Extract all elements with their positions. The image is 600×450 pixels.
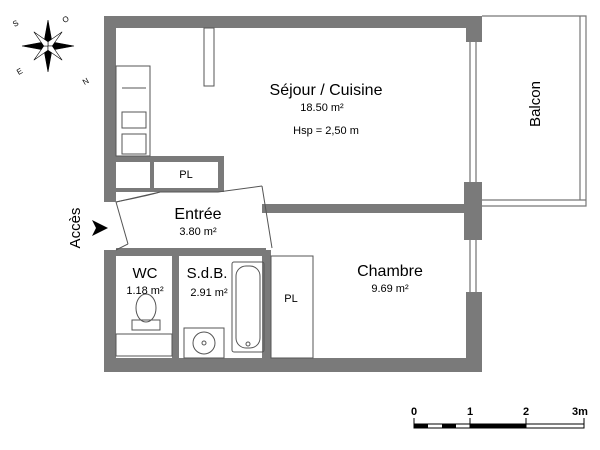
room-label-wc: WC — [133, 265, 158, 282]
room-label-sejour: Séjour / Cuisine — [270, 82, 383, 99]
access-arrow — [92, 220, 108, 236]
exterior-walls — [104, 16, 482, 372]
room-area-sejour: 18.50 m² — [300, 102, 344, 114]
access-label: Accès — [67, 208, 84, 249]
closet-label-entree: PL — [179, 169, 192, 181]
balcony-outline — [482, 15, 587, 207]
compass-north: N — [81, 76, 91, 87]
kitchen-fittings — [115, 27, 215, 157]
room-area-wc: 1.18 m² — [126, 285, 164, 297]
scale-label-2: 2 — [523, 406, 529, 418]
room-label-chambre: Chambre — [357, 263, 423, 280]
compass-west: O — [61, 14, 71, 25]
closet-label-chambre: PL — [284, 293, 297, 305]
compass-east: E — [15, 66, 24, 76]
room-label-entree: Entrée — [174, 206, 221, 223]
room-label-sdb: S.d.B. — [187, 265, 228, 282]
ceiling-height: Hsp = 2,50 m — [293, 125, 359, 137]
room-area-chambre: 9.69 m² — [371, 283, 409, 295]
windows — [469, 42, 477, 292]
compass-south: S — [11, 18, 20, 28]
scale-label-0: 0 — [411, 406, 417, 418]
room-label-balcon: Balcon — [527, 81, 544, 127]
scale-label-1: 1 — [467, 406, 473, 418]
entrance-door — [115, 185, 273, 251]
bathroom-fittings — [115, 255, 314, 359]
scale-bar: 0 1 2 3m — [411, 406, 588, 429]
interior-walls — [116, 156, 466, 358]
room-area-sdb: 2.91 m² — [190, 287, 228, 299]
scale-label-3: 3m — [572, 406, 588, 418]
compass-rose: N S E O — [11, 14, 91, 87]
room-area-entree: 3.80 m² — [179, 226, 217, 238]
